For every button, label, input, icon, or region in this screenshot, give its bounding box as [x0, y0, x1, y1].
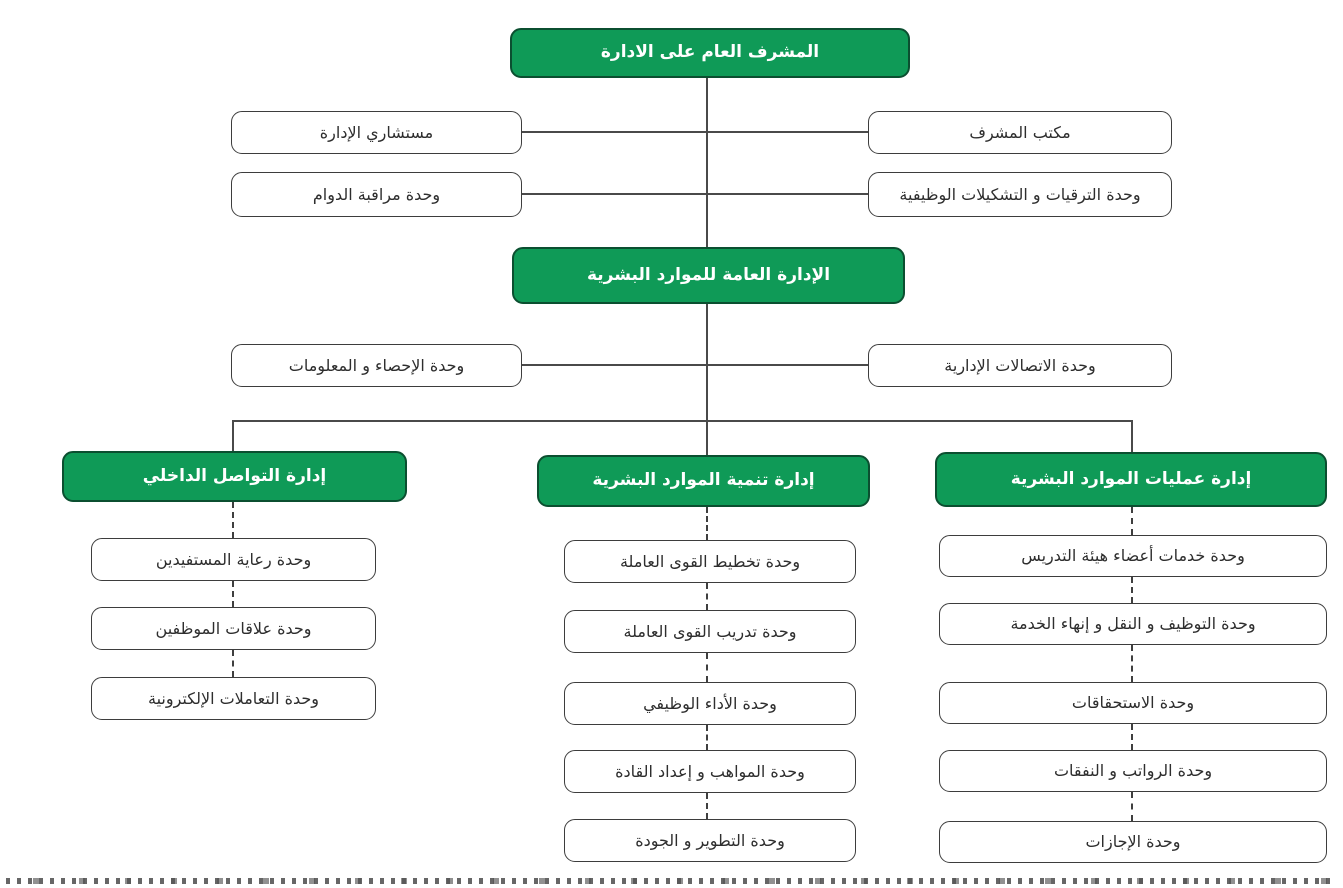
node-development-quality-unit: وحدة التطوير و الجودة: [564, 819, 856, 862]
node-hr-development-dept: إدارة تنمية الموارد البشرية: [537, 455, 870, 507]
dash-right-5: [1131, 792, 1133, 821]
connector-root-trunk: [706, 78, 708, 247]
node-workforce-planning-unit: وحدة تخطيط القوى العاملة: [564, 540, 856, 583]
dash-mid-3: [706, 653, 708, 682]
node-supervisor-office: مكتب المشرف: [868, 111, 1172, 154]
node-recruitment-transfer-termination-unit: وحدة التوظيف و النقل و إنهاء الخدمة: [939, 603, 1327, 645]
dash-right-2: [1131, 577, 1133, 603]
node-attendance-monitoring-unit: وحدة مراقبة الدوام: [231, 172, 522, 217]
dash-mid-4: [706, 725, 708, 750]
node-hr-general-administration: الإدارة العامة للموارد البشرية: [512, 247, 905, 304]
dash-left-1: [232, 502, 234, 538]
node-entitlements-unit: وحدة الاستحقاقات: [939, 682, 1327, 724]
node-electronic-transactions-unit: وحدة التعاملات الإلكترونية: [91, 677, 376, 720]
node-employee-relations-unit: وحدة علاقات الموظفين: [91, 607, 376, 650]
node-salaries-expenses-unit: وحدة الرواتب و النفقات: [939, 750, 1327, 792]
node-consultants: مستشاري الإدارة: [231, 111, 522, 154]
node-hr-operations-dept: إدارة عمليات الموارد البشرية: [935, 452, 1327, 507]
dash-right-3: [1131, 645, 1133, 682]
dash-mid-2: [706, 583, 708, 610]
node-general-supervisor: المشرف العام على الادارة: [510, 28, 910, 78]
connector-row1: [522, 131, 868, 133]
connector-drop-right: [1131, 420, 1133, 452]
connector-split: [232, 420, 1133, 422]
connector-drop-left: [232, 420, 234, 451]
node-talents-leaders-unit: وحدة المواهب و إعداد القادة: [564, 750, 856, 793]
node-faculty-services-unit: وحدة خدمات أعضاء هيئة التدريس: [939, 535, 1327, 577]
dash-right-1: [1131, 507, 1133, 535]
node-promotions-formations-unit: وحدة الترقيات و التشكيلات الوظيفية: [868, 172, 1172, 217]
node-admin-communications-unit: وحدة الاتصالات الإدارية: [868, 344, 1172, 387]
dash-right-4: [1131, 724, 1133, 750]
node-statistics-information-unit: وحدة الإحصاء و المعلومات: [231, 344, 522, 387]
dash-mid-5: [706, 793, 708, 819]
node-job-performance-unit: وحدة الأداء الوظيفي: [564, 682, 856, 725]
connector-mid-trunk: [706, 304, 708, 421]
cropped-caption-strip: [6, 878, 1337, 884]
connector-row2: [522, 193, 868, 195]
dash-left-3: [232, 650, 234, 677]
node-internal-communication-dept: إدارة التواصل الداخلي: [62, 451, 407, 502]
dash-mid-1: [706, 507, 708, 540]
node-leaves-unit: وحدة الإجازات: [939, 821, 1327, 863]
dash-left-2: [232, 581, 234, 607]
node-workforce-training-unit: وحدة تدريب القوى العاملة: [564, 610, 856, 653]
connector-row3: [522, 364, 868, 366]
connector-drop-middle: [706, 420, 708, 455]
node-beneficiary-care-unit: وحدة رعاية المستفيدين: [91, 538, 376, 581]
